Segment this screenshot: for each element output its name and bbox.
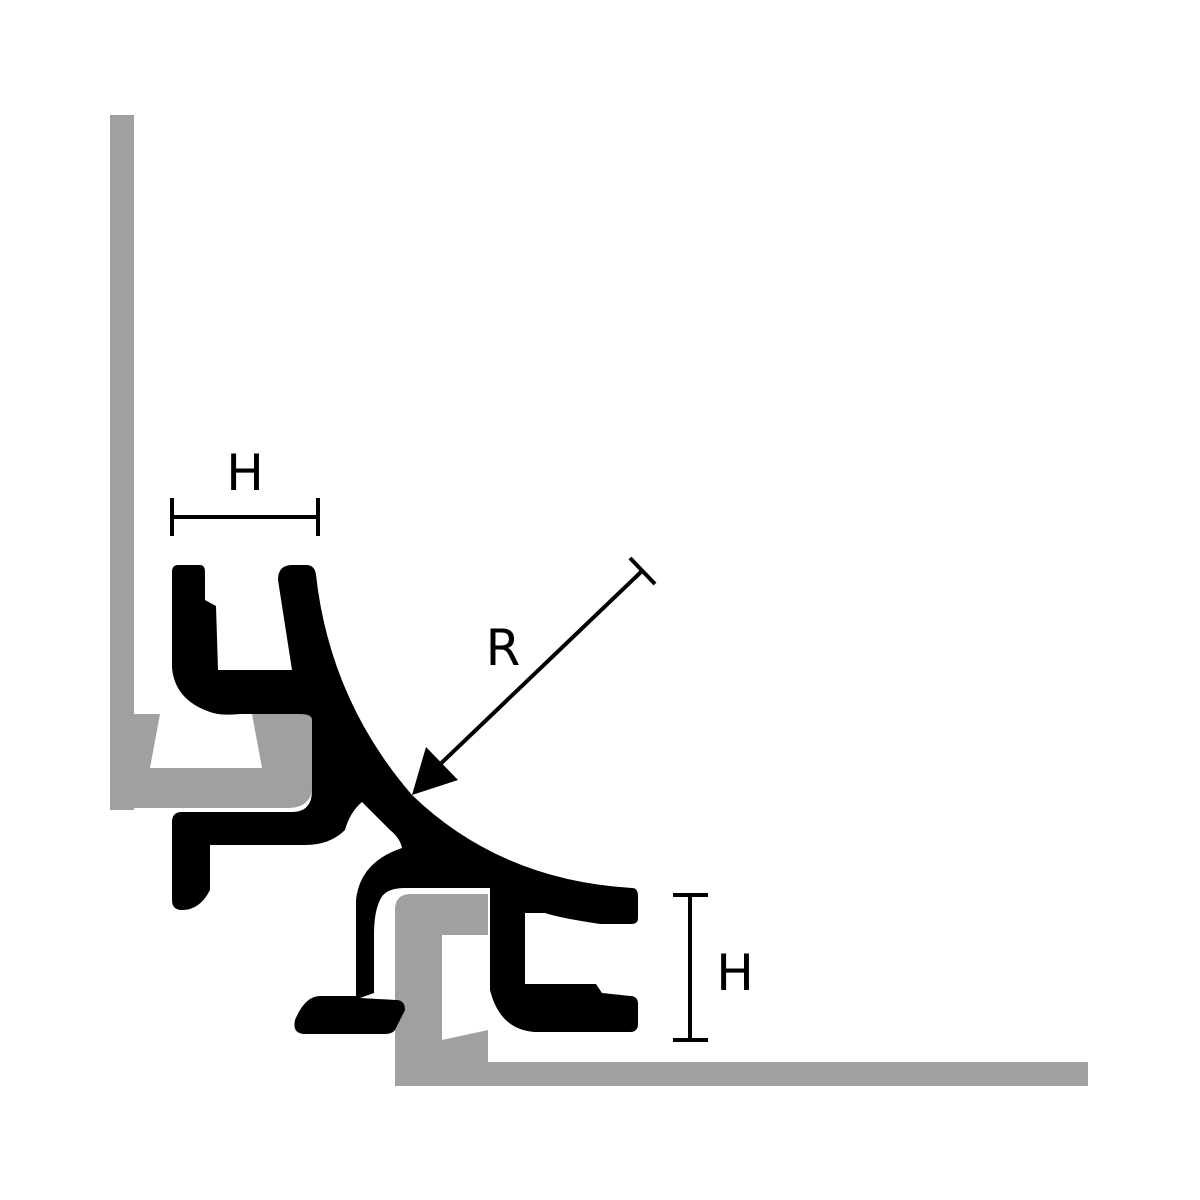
dimension-height-right (673, 893, 708, 1042)
cove-profile (172, 565, 638, 1034)
wall-vertical (110, 115, 134, 810)
dimension-radius (430, 556, 657, 774)
substrate-floor (395, 894, 1088, 1086)
height-top-label: H (226, 444, 264, 502)
radius-label: R (486, 619, 521, 677)
wall-foot (110, 714, 313, 808)
floor-horizontal (395, 1062, 1088, 1086)
substrate-wall (110, 115, 313, 810)
height-right-label: H (716, 944, 754, 1002)
profile-body (172, 565, 638, 1034)
radius-arrowhead (412, 747, 458, 795)
radius-tick (628, 556, 657, 586)
dimension-height-top (170, 498, 320, 536)
floor-foot (395, 894, 488, 1086)
radius-line (430, 569, 644, 774)
